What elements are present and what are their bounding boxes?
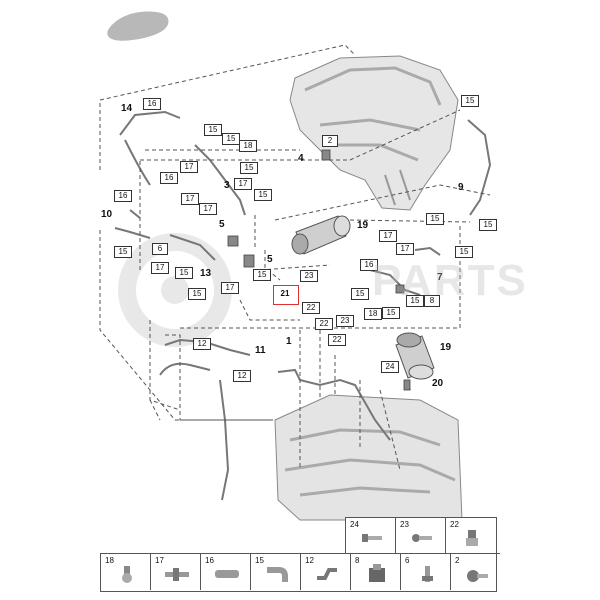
bolt-icon [412, 534, 432, 542]
part-box-8: 8 [424, 295, 440, 307]
callout-13: 13 [200, 268, 212, 279]
legend-cell-12: 12 [301, 553, 351, 590]
callout-5b: 5 [267, 254, 273, 265]
legend-cell-8: 8 [351, 553, 401, 590]
legend-num-18: 18 [105, 556, 114, 565]
part-box-15o: 15 [382, 307, 400, 319]
part-box-23a: 23 [300, 270, 318, 282]
part-box-15g: 15 [426, 213, 444, 225]
legend-num-6: 6 [405, 556, 410, 565]
part-box-17g: 17 [379, 230, 397, 242]
part-box-12b: 12 [233, 370, 251, 382]
legend-num-15: 15 [255, 556, 264, 565]
part-box-15l: 15 [455, 246, 473, 258]
legend-num-16: 16 [205, 556, 214, 565]
part-box-15e: 15 [254, 189, 272, 201]
legend-cell-2: 2 [451, 553, 500, 590]
legend-num-12: 12 [305, 556, 314, 565]
legend-cell-23: 23 [396, 517, 446, 554]
part-box-17a: 17 [180, 161, 198, 173]
watermark-gear-icon [118, 233, 232, 347]
valve-icon [369, 564, 385, 582]
part-box-18a: 18 [239, 140, 257, 152]
callout-10: 10 [101, 209, 113, 220]
part-box-23b: 23 [336, 315, 354, 327]
callout-7: 7 [437, 272, 443, 283]
callout-5a: 5 [219, 219, 225, 230]
part-box-15k: 15 [188, 288, 206, 300]
legend-cell-15: 15 [251, 553, 301, 590]
part-box-15b: 15 [204, 124, 222, 136]
part-box-18b: 18 [364, 308, 382, 320]
flange-bolt-icon [467, 570, 488, 582]
legend-bottom: 18 17 16 15 12 8 6 2 [100, 553, 500, 592]
part-box-24: 24 [381, 361, 399, 373]
watermark-text: PARTS [372, 256, 528, 305]
part-box-17d: 17 [199, 203, 217, 215]
legend-cell-18: 18 [101, 553, 151, 590]
callout-4: 4 [298, 153, 304, 164]
part-box-15d: 15 [240, 162, 258, 174]
legend-top: 24 23 22 [345, 517, 497, 556]
legend-cell-6: 6 [401, 553, 451, 590]
legend-cell-17: 17 [151, 553, 201, 590]
legend-cell-24: 24 [346, 517, 396, 554]
part-box-16a: 16 [143, 98, 161, 110]
part-box-17c: 17 [181, 193, 199, 205]
callout-20: 20 [432, 378, 444, 389]
callout-11: 11 [255, 345, 266, 356]
legend-cell-16: 16 [201, 553, 251, 590]
callout-14: 14 [121, 103, 133, 114]
part-box-15a: 15 [461, 95, 479, 107]
fitting-icon [466, 530, 478, 546]
canister-lower [395, 332, 435, 380]
part-box-15m: 15 [351, 288, 369, 300]
screw-icon [362, 534, 382, 542]
hose-connector-icon [165, 568, 189, 581]
legend-num-8: 8 [355, 556, 360, 565]
part-box-15j: 15 [253, 269, 271, 281]
part-box-17e: 17 [151, 262, 169, 274]
part-box-17f: 17 [221, 282, 239, 294]
elbow-icon [267, 567, 288, 582]
legend-num-22: 22 [450, 520, 459, 529]
legend-num-2: 2 [455, 556, 460, 565]
part-box-15n: 15 [406, 295, 424, 307]
part-box-22c: 22 [328, 334, 346, 346]
callout-3: 3 [224, 180, 230, 191]
bracket-icon [317, 568, 337, 580]
part-box-16d: 16 [360, 259, 378, 271]
part-box-22b: 22 [315, 318, 333, 330]
part-box-16b: 16 [160, 172, 178, 184]
callout-19b: 19 [440, 342, 452, 353]
highlight-frame [273, 285, 299, 305]
part-box-17b: 17 [234, 178, 252, 190]
part-box-21: 21 [280, 289, 290, 298]
clamp-icon [122, 566, 132, 583]
part-box-15f: 15 [479, 219, 497, 231]
callout-9: 9 [458, 182, 464, 193]
part-box-15h: 15 [114, 246, 132, 258]
canister-upper [291, 215, 351, 255]
part-box-2: 2 [322, 135, 338, 147]
callout-1: 1 [286, 336, 292, 347]
part-box-12a: 12 [193, 338, 211, 350]
callout-19a: 19 [357, 220, 369, 231]
legend-num-17: 17 [155, 556, 164, 565]
legend-num-23: 23 [400, 520, 409, 529]
part-box-16c: 16 [114, 190, 132, 202]
part-box-6: 6 [152, 243, 168, 255]
legend-num-24: 24 [350, 520, 359, 529]
part-box-17h: 17 [396, 243, 414, 255]
part-box-22a: 22 [302, 302, 320, 314]
legend-cell-22: 22 [446, 517, 495, 554]
part-box-15i: 15 [175, 267, 193, 279]
vehicle-silhouette-icon [107, 11, 169, 41]
hose-icon [215, 570, 239, 578]
stud-icon [422, 566, 433, 582]
part-box-15c: 15 [222, 133, 240, 145]
